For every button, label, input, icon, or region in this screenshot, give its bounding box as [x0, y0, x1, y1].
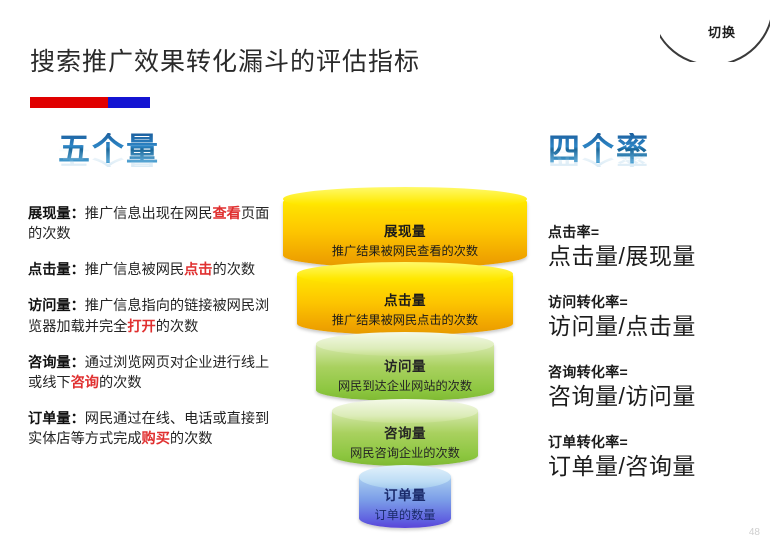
metric-text-before: 推广信息被网民 [84, 262, 185, 279]
metric-separator: ： [70, 262, 85, 279]
metric-text-before: 推广信息指向的链接被网民浏览器加载并完全 [28, 298, 270, 335]
funnel-cylinder: 咨询量 网民咨询企业的次数 [332, 399, 478, 466]
metric-highlight: 购买 [141, 431, 170, 448]
list-item: 咨询转化率= 咨询量/访问量 [548, 362, 762, 410]
conversion-rate-formula-list: 点击率= 点击量/展现量 访问转化率= 访问量/点击量 咨询转化率= 咨询量/访… [548, 222, 762, 503]
metric-term: 咨询量 [28, 354, 71, 371]
funnel-layer-name: 订单量 [384, 488, 426, 503]
list-item: 访问量：推广信息指向的链接被网民浏览器加载并完全打开的次数 [28, 296, 280, 336]
metric-term: 订单量 [28, 411, 71, 428]
title-underline-bar [30, 97, 150, 108]
right-section-heading: 四个率 [548, 131, 651, 167]
metric-text-before: 通过浏览网页对企业进行线上或线下 [28, 354, 270, 391]
page-title: 搜索推广效果转化漏斗的评估指标 [30, 48, 421, 76]
list-item: 订单转化率= 订单量/咨询量 [548, 432, 762, 480]
funnel-layer-label: 展现量 推广结果被网民查看的次数 [283, 220, 527, 259]
list-item: 点击率= 点击量/展现量 [548, 222, 762, 270]
list-item: 点击量：推广信息被网民点击的次数 [28, 260, 280, 280]
conversion-funnel-diagram: 展现量 推广结果被网民查看的次数 点击量 推广结果被网民点击的次数 访问量 网民… [282, 187, 528, 536]
funnel-cylinder-top [359, 465, 451, 489]
metric-highlight: 查看 [212, 206, 241, 222]
formula-expression: 点击量/展现量 [548, 243, 696, 269]
switch-corner[interactable]: 切换 [660, 0, 770, 62]
metric-text-after: 页面的次数 [28, 206, 270, 243]
metric-separator: ： [70, 206, 85, 222]
metric-term: 访问量 [28, 298, 71, 315]
metric-separator: ： [70, 354, 85, 371]
funnel-layer-name: 访问量 [384, 359, 426, 374]
switch-corner-label: 切换 [708, 25, 737, 40]
left-section-heading-wrap: 五个量 五个量 [58, 131, 161, 168]
metric-text-before: 推广信息出现在网民 [84, 206, 213, 222]
funnel-layer-1: 展现量 推广结果被网民查看的次数 [283, 187, 527, 268]
funnel-layer-label: 点击量 推广结果被网民点击的次数 [297, 289, 513, 328]
metric-text-before: 网民通过在线、电话或直接到实体店等方式完成 [28, 411, 270, 448]
metric-term: 点击量 [28, 262, 71, 279]
funnel-cylinder: 展现量 推广结果被网民查看的次数 [283, 187, 527, 268]
funnel-cylinder-top [332, 399, 478, 423]
left-section-heading: 五个量 [58, 131, 161, 167]
list-item: 订单量：网民通过在线、电话或直接到实体店等方式完成购买的次数 [28, 409, 280, 449]
formula-name: 访问转化率= [548, 294, 628, 311]
funnel-cylinder: 订单量 订单的数量 [359, 465, 451, 528]
metric-highlight: 点击 [184, 262, 213, 279]
funnel-layer-label: 访问量 网民到达企业网站的次数 [316, 355, 494, 394]
metric-highlight: 打开 [127, 318, 156, 335]
funnel-cylinder-top [297, 262, 513, 286]
funnel-cylinder: 访问量 网民到达企业网站的次数 [316, 332, 494, 401]
formula-name: 点击率= [548, 224, 600, 240]
metric-separator: ： [70, 411, 85, 428]
formula-expression: 订单量/咨询量 [548, 453, 696, 480]
funnel-layer-name: 咨询量 [384, 426, 426, 441]
funnel-cylinder: 点击量 推广结果被网民点击的次数 [297, 262, 513, 335]
funnel-layer-5: 订单量 订单的数量 [359, 465, 451, 528]
metric-definitions-list: 展现量：推广信息出现在网民查看页面的次数 点击量：推广信息被网民点击的次数 访问… [28, 204, 280, 465]
list-item: 咨询量：通过浏览网页对企业进行线上或线下咨询的次数 [28, 353, 280, 393]
metric-highlight: 咨询 [70, 374, 99, 391]
list-item: 访问转化率= 访问量/点击量 [548, 292, 762, 340]
title-bar-red-segment [30, 97, 108, 108]
right-section-heading-wrap: 四个率 四个率 [548, 131, 651, 168]
funnel-layer-name: 展现量 [384, 224, 426, 239]
funnel-layer-desc: 网民咨询企业的次数 [350, 446, 460, 460]
metric-term: 展现量 [28, 206, 71, 222]
funnel-layer-label: 咨询量 网民咨询企业的次数 [332, 422, 478, 461]
funnel-layer-2: 点击量 推广结果被网民点击的次数 [297, 262, 513, 335]
metric-text-after: 的次数 [212, 262, 256, 279]
formula-expression: 咨询量/访问量 [548, 383, 696, 410]
formula-name: 咨询转化率= [548, 364, 628, 381]
funnel-layer-4: 咨询量 网民咨询企业的次数 [332, 399, 478, 466]
metric-separator: ： [70, 298, 85, 315]
metric-text-after: 的次数 [98, 374, 142, 391]
metric-text-after: 的次数 [169, 431, 213, 448]
list-item: 展现量：推广信息出现在网民查看页面的次数 [28, 204, 280, 244]
funnel-layer-desc: 推广结果被网民查看的次数 [331, 244, 479, 258]
funnel-layer-label: 订单量 订单的数量 [359, 484, 451, 523]
formula-expression: 访问量/点击量 [548, 313, 696, 340]
formula-name: 订单转化率= [548, 434, 628, 451]
funnel-layer-3: 访问量 网民到达企业网站的次数 [316, 332, 494, 401]
funnel-layer-desc: 网民到达企业网站的次数 [337, 379, 473, 393]
funnel-cylinder-top [283, 187, 527, 211]
funnel-layer-name: 点击量 [384, 293, 426, 308]
funnel-layer-desc: 订单的数量 [374, 508, 436, 522]
funnel-layer-desc: 推广结果被网民点击的次数 [331, 313, 479, 327]
page-number: 48 [748, 527, 760, 538]
title-bar-blue-segment [108, 97, 150, 108]
funnel-cylinder-top [316, 332, 494, 356]
metric-text-after: 的次数 [155, 318, 199, 335]
